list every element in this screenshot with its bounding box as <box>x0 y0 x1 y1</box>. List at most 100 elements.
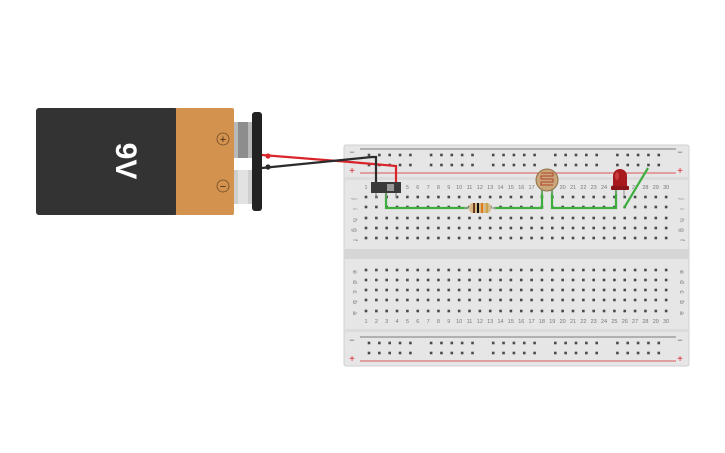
terminal-hole-e15[interactable] <box>509 268 513 272</box>
terminal-hole-e22[interactable] <box>582 268 585 272</box>
terminal-hole-f5[interactable] <box>406 236 409 240</box>
terminal-hole-g5[interactable] <box>406 226 409 230</box>
rail-hole[interactable] <box>595 351 598 355</box>
breadboard-holes[interactable] <box>364 153 668 355</box>
terminal-hole-c23[interactable] <box>592 288 595 292</box>
terminal-hole-a2[interactable] <box>375 309 378 313</box>
rail-hole[interactable] <box>657 351 661 355</box>
terminal-hole-c7[interactable] <box>426 288 430 292</box>
rail-hole[interactable] <box>440 153 443 157</box>
terminal-hole-d18[interactable] <box>540 278 544 282</box>
terminal-hole-g29[interactable] <box>654 226 658 230</box>
terminal-hole-j16[interactable] <box>519 195 523 199</box>
terminal-hole-h10[interactable] <box>457 216 461 220</box>
terminal-hole-d29[interactable] <box>654 278 658 282</box>
rail-hole[interactable] <box>450 341 454 345</box>
led-icon[interactable] <box>611 169 629 196</box>
terminal-hole-j28[interactable] <box>644 195 647 199</box>
terminal-hole-b9[interactable] <box>447 298 451 302</box>
terminal-hole-e3[interactable] <box>385 268 388 272</box>
terminal-hole-e30[interactable] <box>664 268 668 272</box>
terminal-hole-d4[interactable] <box>395 278 399 282</box>
terminal-hole-b24[interactable] <box>602 298 606 302</box>
terminal-hole-e12[interactable] <box>478 268 482 272</box>
terminal-hole-b3[interactable] <box>385 298 388 302</box>
terminal-hole-h12[interactable] <box>478 216 482 220</box>
rail-hole[interactable] <box>564 153 567 157</box>
terminal-hole-g11[interactable] <box>468 226 471 230</box>
terminal-hole-a25[interactable] <box>613 309 616 313</box>
rail-hole[interactable] <box>657 341 661 345</box>
terminal-hole-f21[interactable] <box>571 236 575 240</box>
terminal-hole-a10[interactable] <box>457 309 461 313</box>
terminal-hole-d9[interactable] <box>447 278 451 282</box>
terminal-hole-f30[interactable] <box>664 236 668 240</box>
terminal-hole-b30[interactable] <box>664 298 668 302</box>
terminal-hole-c22[interactable] <box>582 288 585 292</box>
terminal-hole-c12[interactable] <box>478 288 482 292</box>
green-wire-led-return[interactable] <box>623 167 649 209</box>
terminal-hole-b14[interactable] <box>499 298 502 302</box>
terminal-hole-a21[interactable] <box>571 309 575 313</box>
terminal-hole-a30[interactable] <box>664 309 668 313</box>
terminal-hole-e10[interactable] <box>457 268 461 272</box>
terminal-hole-h22[interactable] <box>582 216 585 220</box>
terminal-hole-a9[interactable] <box>447 309 451 313</box>
terminal-hole-h18[interactable] <box>540 216 544 220</box>
terminal-hole-b12[interactable] <box>478 298 482 302</box>
rail-hole[interactable] <box>378 153 381 157</box>
terminal-hole-a28[interactable] <box>644 309 647 313</box>
rail-hole[interactable] <box>388 351 391 355</box>
terminal-hole-b21[interactable] <box>571 298 575 302</box>
terminal-hole-f23[interactable] <box>592 236 595 240</box>
battery-minus-terminal[interactable]: − <box>216 170 252 204</box>
rail-hole[interactable] <box>564 351 567 355</box>
terminal-hole-j30[interactable] <box>664 195 668 199</box>
terminal-hole-c10[interactable] <box>457 288 461 292</box>
terminal-hole-h28[interactable] <box>644 216 647 220</box>
terminal-hole-a12[interactable] <box>478 309 482 313</box>
terminal-hole-a16[interactable] <box>519 309 523 313</box>
rail-hole[interactable] <box>647 351 650 355</box>
terminal-hole-d20[interactable] <box>561 278 564 282</box>
terminal-hole-b26[interactable] <box>623 298 627 302</box>
terminal-hole-a27[interactable] <box>633 309 637 313</box>
rail-hole[interactable] <box>429 163 433 167</box>
terminal-hole-h6[interactable] <box>416 216 420 220</box>
terminal-hole-f28[interactable] <box>644 236 647 240</box>
battery-plus-terminal[interactable]: + <box>216 122 252 158</box>
terminal-hole-f13[interactable] <box>488 236 492 240</box>
rail-hole[interactable] <box>554 153 557 157</box>
terminal-hole-b1[interactable] <box>364 298 368 302</box>
rail-hole[interactable] <box>388 153 391 157</box>
black-wire-battery-negative[interactable] <box>261 155 378 186</box>
terminal-hole-c15[interactable] <box>509 288 513 292</box>
terminal-hole-b13[interactable] <box>488 298 492 302</box>
terminal-hole-f10[interactable] <box>457 236 461 240</box>
terminal-hole-b5[interactable] <box>406 298 409 302</box>
terminal-hole-d28[interactable] <box>644 278 647 282</box>
rail-hole[interactable] <box>440 341 443 345</box>
terminal-hole-b19[interactable] <box>551 298 554 302</box>
terminal-hole-j7[interactable] <box>426 195 430 199</box>
terminal-hole-d1[interactable] <box>364 278 368 282</box>
rail-hole[interactable] <box>388 341 391 345</box>
terminal-hole-f1[interactable] <box>364 236 368 240</box>
rail-hole[interactable] <box>378 341 381 345</box>
terminal-hole-a3[interactable] <box>385 309 388 313</box>
rail-hole[interactable] <box>585 163 588 167</box>
terminal-hole-d8[interactable] <box>437 278 440 282</box>
rail-hole[interactable] <box>398 351 402 355</box>
terminal-hole-e27[interactable] <box>633 268 637 272</box>
rail-hole[interactable] <box>522 341 526 345</box>
terminal-hole-j1[interactable] <box>364 195 368 199</box>
terminal-hole-b29[interactable] <box>654 298 658 302</box>
rail-hole[interactable] <box>512 341 516 345</box>
terminal-hole-b22[interactable] <box>582 298 585 302</box>
rail-hole[interactable] <box>471 163 474 167</box>
terminal-hole-c25[interactable] <box>613 288 616 292</box>
terminal-hole-d22[interactable] <box>582 278 585 282</box>
terminal-hole-j13[interactable] <box>488 195 492 199</box>
terminal-hole-h13[interactable] <box>488 216 492 220</box>
terminal-hole-e16[interactable] <box>519 268 523 272</box>
